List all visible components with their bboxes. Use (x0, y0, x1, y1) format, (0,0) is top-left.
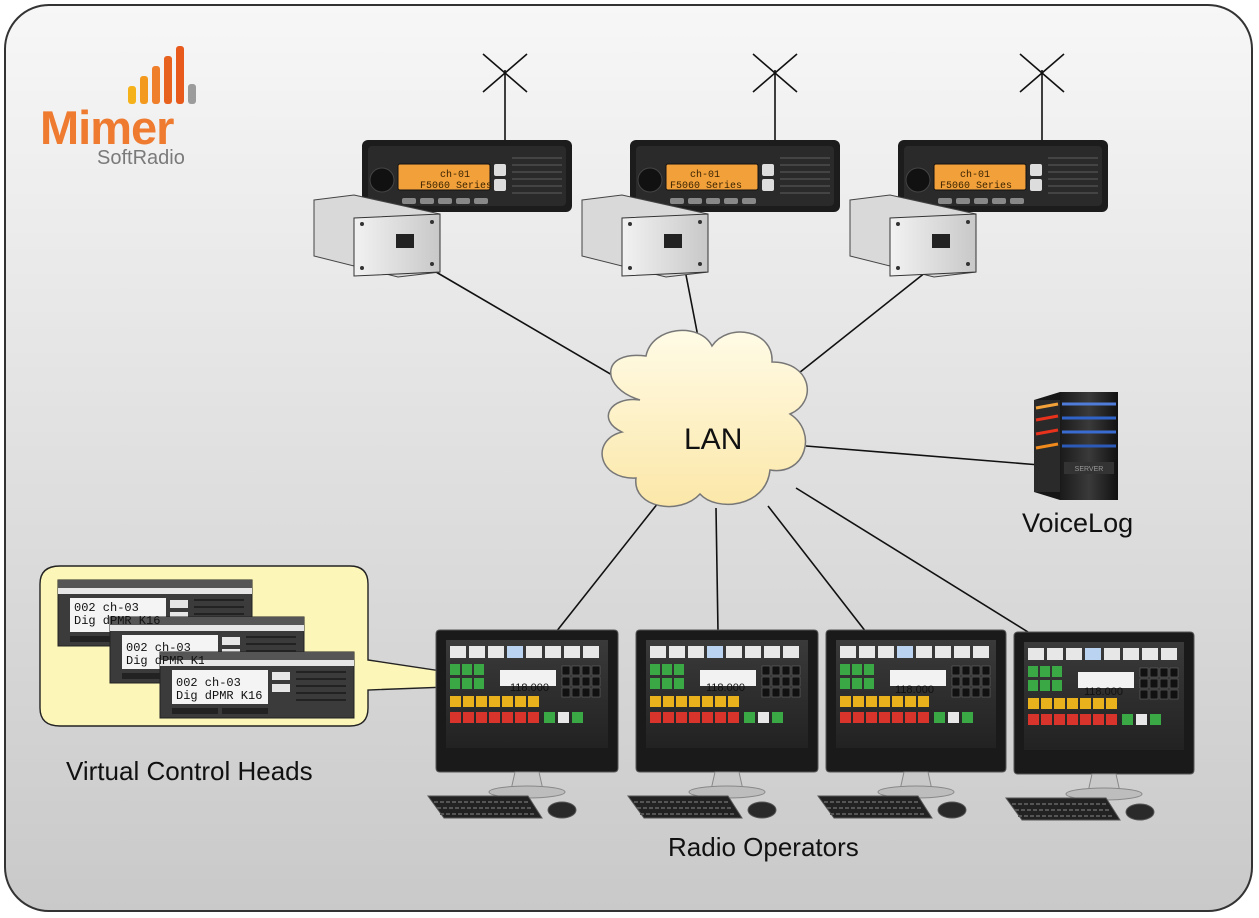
radio-unit-3 (849, 53, 1108, 278)
operator-4-frequency: 118.000 (1084, 686, 1123, 698)
link-operator-2 (715, 507, 719, 633)
link-operator-1 (555, 497, 663, 633)
control-heads-label: Virtual Control Heads (66, 756, 313, 786)
mouse-icon (1125, 803, 1155, 821)
logo-subtitle: SoftRadio (97, 147, 185, 169)
lan-cloud (601, 329, 808, 508)
radio-3-lcd-line2: F5060 Series (940, 181, 1013, 192)
radio-lcd-screen (665, 163, 759, 191)
operators-label: Radio Operators (668, 832, 859, 862)
voicelog-label: VoiceLog (1022, 508, 1134, 538)
control-head-display (172, 670, 268, 704)
operator-workstation-4 (1005, 631, 1195, 821)
radio-unit-1 (313, 53, 572, 278)
operator-workstation-2 (627, 629, 819, 819)
mouse-icon (937, 801, 967, 819)
control-head-2-line2: Dig dPMR K16 (126, 655, 204, 668)
link-operator-3 (767, 505, 867, 633)
server-plate: SERVER (1075, 466, 1104, 473)
control-head-1-line1: 002 ch-03 (74, 601, 139, 615)
radio-1-lcd-line1: ch-01 (440, 170, 471, 181)
control-head-window-3 (159, 651, 355, 719)
network-interface-box (849, 194, 977, 278)
radio-lcd-screen (933, 163, 1027, 191)
control-head-2-line1: 002 ch-03 (126, 641, 191, 655)
antenna-icon (482, 53, 528, 140)
operator-workstation-3 (817, 629, 1007, 819)
control-head-3-line1: 002 ch-03 (176, 676, 241, 690)
radio-unit-2 (581, 53, 840, 278)
ethernet-port-icon (664, 234, 682, 248)
link-operator-4 (795, 487, 1029, 633)
network-interface-box (581, 194, 709, 278)
operator-1-frequency: 118.000 (510, 682, 549, 694)
radio-2-lcd-line1: ch-01 (690, 170, 721, 181)
antenna-icon (752, 53, 798, 140)
operator-workstation-1 (427, 629, 619, 819)
radio-lcd-screen (397, 163, 491, 191)
radio-2-lcd-line2: F5060 Series (670, 181, 743, 192)
ethernet-port-icon (396, 234, 414, 248)
antenna-icon (1019, 53, 1065, 140)
voicelog-server: SERVER (1034, 392, 1118, 500)
logo-bars (128, 46, 196, 104)
mouse-icon (747, 801, 777, 819)
volume-knob-icon (369, 167, 395, 193)
radio-1-lcd-line2: F5060 Series (420, 181, 493, 192)
logo-wordmark: Mimer (40, 101, 174, 154)
lan-label: LAN (684, 423, 743, 456)
operator-3-frequency: 118.000 (895, 684, 934, 696)
control-head-1-line2: Dig dPMR K16 (74, 615, 160, 628)
radio-3-lcd-line1: ch-01 (960, 170, 991, 181)
volume-knob-icon (905, 167, 931, 193)
link-voicelog (805, 445, 1041, 466)
volume-knob-icon (637, 167, 663, 193)
mouse-icon (547, 801, 577, 819)
control-head-3-line2: Dig dPMR K16 (176, 689, 263, 703)
ethernet-port-icon (932, 234, 950, 248)
operator-2-frequency: 118.000 (706, 682, 745, 694)
network-interface-box (313, 194, 441, 278)
